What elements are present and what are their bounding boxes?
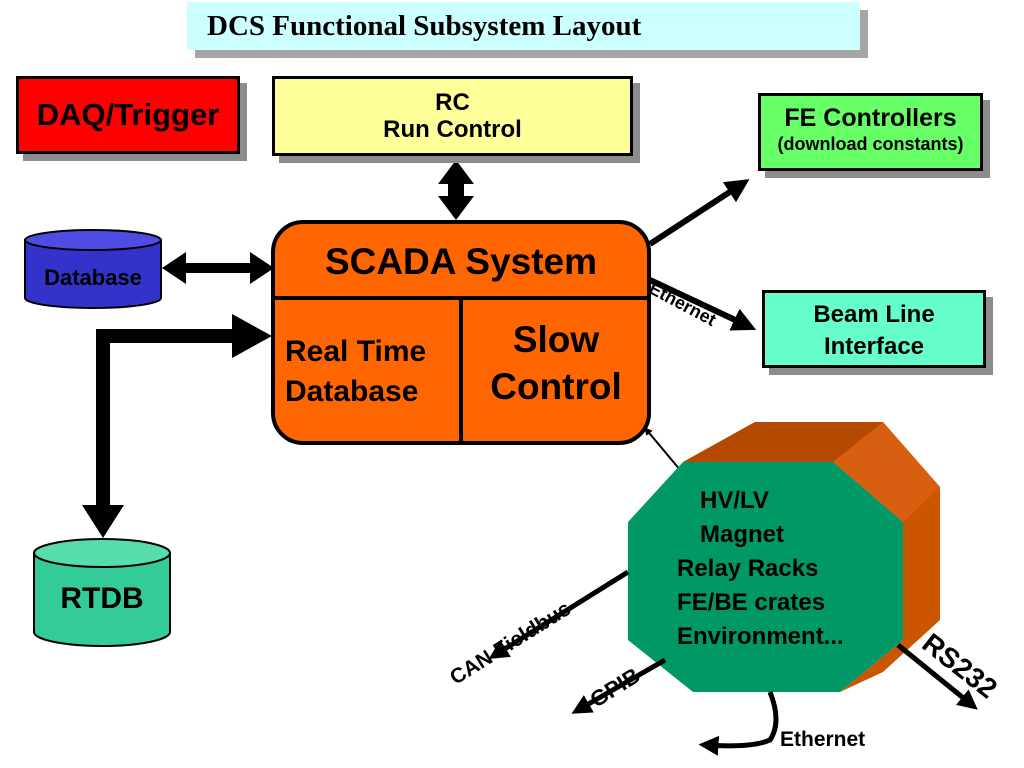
octagon-item-relay-racks: Relay Racks (677, 555, 819, 582)
octagon-item-environment: Environment... (677, 623, 844, 650)
run-control-box: RC Run Control (272, 76, 633, 156)
scada-fe-arrow (648, 179, 750, 247)
can-fieldbus-arrow (488, 569, 630, 659)
beam-line-interface-box: Beam Line Interface (762, 290, 986, 368)
daq-trigger-box: DAQ/Trigger (16, 76, 240, 154)
database-label: Database (285, 375, 419, 408)
ethernet-bottom-arrow (698, 691, 779, 756)
daq-trigger-label: DAQ/Trigger (36, 97, 220, 132)
rc-label: RC (435, 89, 470, 116)
download-constants-label: (download constants) (777, 134, 964, 154)
rtdb-label: RTDB (60, 582, 144, 615)
octagon-item-fe-be-crates: FE/BE crates (677, 589, 826, 616)
control-label: Control (490, 366, 622, 407)
rtdb-cylinder (33, 538, 171, 647)
database-scada-arrow (162, 252, 274, 284)
interface-label: Interface (823, 333, 925, 360)
scada-title: SCADA System (324, 241, 598, 282)
octagon-item-hv-lv: HV/LV (700, 487, 769, 514)
devices-octagon (628, 422, 940, 692)
page-title: DCS Functional Subsystem Layout (207, 10, 642, 42)
real-time-label: Real Time (285, 335, 427, 368)
database-cylinder-label: Database (44, 265, 142, 290)
octagon-item-magnet: Magnet (700, 521, 784, 548)
title-banner: DCS Functional Subsystem Layout (187, 2, 860, 50)
fe-controllers-label: FE Controllers (784, 104, 957, 132)
scada-beam-arrow (648, 277, 757, 331)
scada-system-box (271, 220, 651, 445)
gpib-arrow (571, 657, 667, 714)
slow-label: Slow (512, 319, 600, 360)
beam-line-label: Beam Line (813, 301, 935, 328)
rc-scada-arrow (438, 160, 474, 220)
fe-controllers-box: FE Controllers (download constants) (758, 93, 983, 171)
rs232-arrow (896, 643, 978, 710)
run-control-label: Run Control (383, 116, 522, 143)
ethernet-bottom-label: Ethernet (780, 728, 866, 751)
database-cylinder (24, 229, 162, 309)
rtdb-link-arrow (82, 314, 272, 538)
